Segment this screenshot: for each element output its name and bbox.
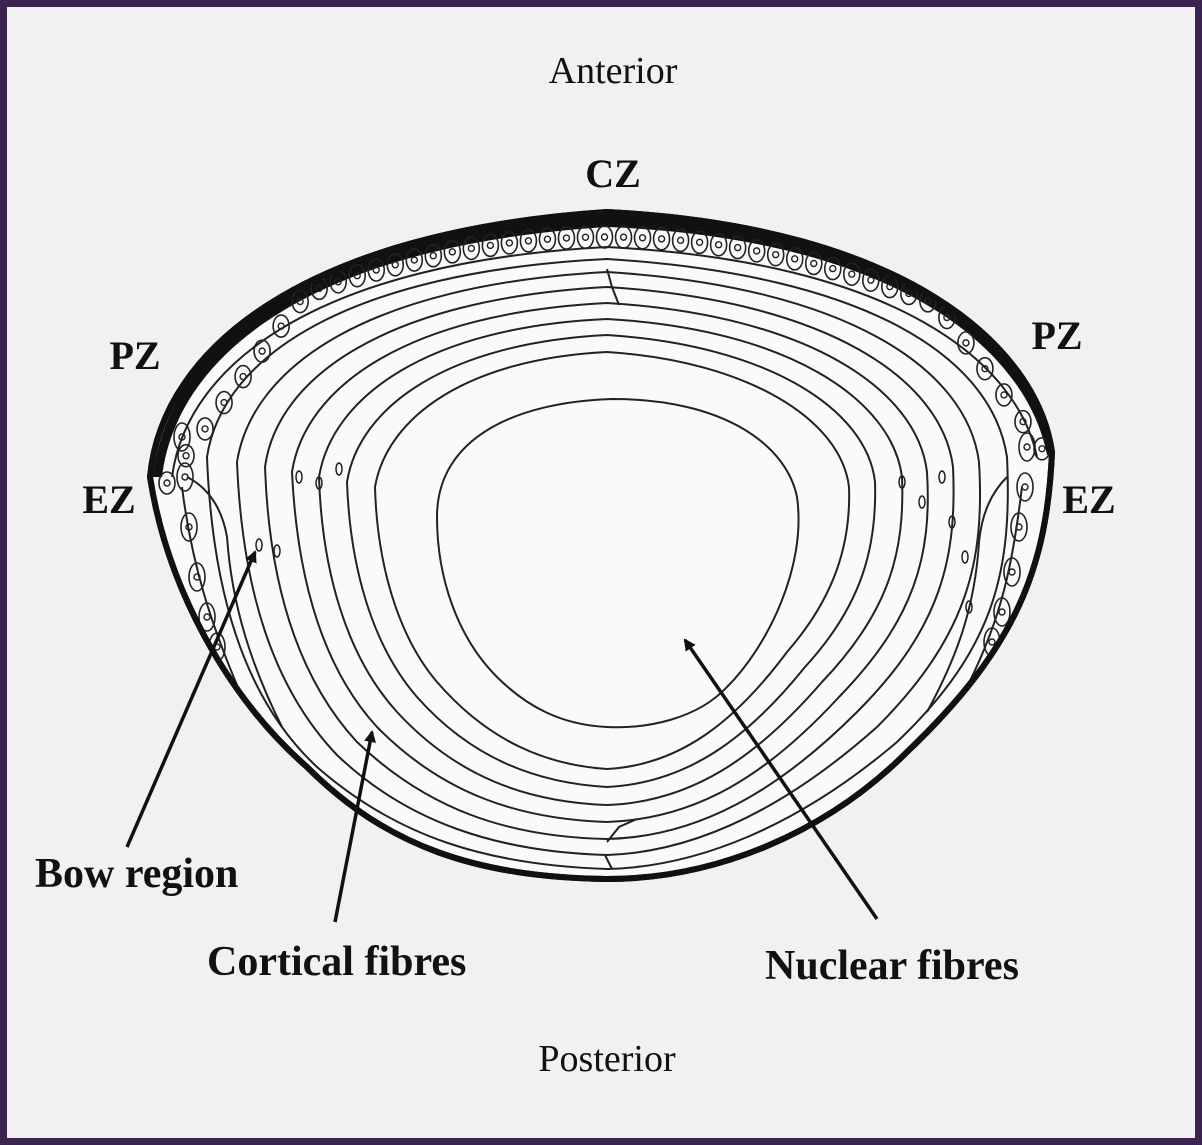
lens-diagram: Anterior CZ PZ PZ EZ EZ Bow region Corti… (7, 7, 1195, 1138)
label-cz: CZ (585, 151, 641, 196)
label-ez-left: EZ (82, 477, 135, 522)
label-pz-left: PZ (109, 333, 160, 378)
label-bow-region: Bow region (35, 851, 238, 897)
label-anterior: Anterior (549, 50, 678, 92)
label-nuclear-fibres: Nuclear fibres (765, 943, 1019, 989)
lens-body (150, 212, 1052, 879)
label-ez-right: EZ (1062, 477, 1115, 522)
label-posterior: Posterior (538, 1038, 676, 1080)
label-cortical-fibres: Cortical fibres (207, 939, 466, 985)
label-pz-right: PZ (1031, 313, 1082, 358)
